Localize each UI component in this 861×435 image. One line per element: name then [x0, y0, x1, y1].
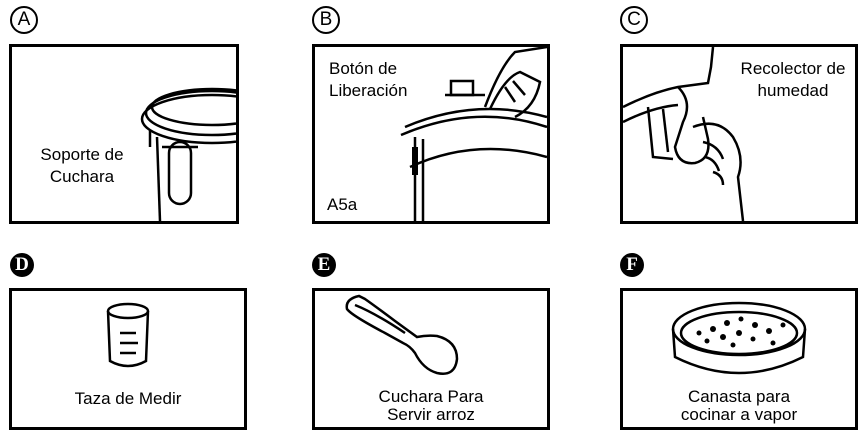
- panel-f: Canasta para cocinar a vapor: [620, 288, 858, 430]
- label-b-line1: Botón de: [329, 59, 398, 78]
- label-a-line2: Cuchara: [49, 167, 115, 186]
- panel-b: Botón de Liberación A5a: [312, 44, 550, 224]
- letter-f: F: [620, 253, 644, 277]
- letter-e: E: [312, 253, 336, 277]
- label-d: Taza de Medir: [74, 389, 182, 408]
- panel-d: Taza de Medir: [9, 288, 247, 430]
- letter-d: D: [10, 253, 34, 277]
- label-b-line2: Liberación: [329, 81, 408, 100]
- panel-c: Recolector de humedad: [620, 44, 858, 224]
- label-c-line1: Recolector de: [740, 59, 846, 78]
- letter-a: A: [10, 6, 38, 34]
- letter-c: C: [620, 6, 648, 34]
- label-f-line1: Canasta para: [687, 387, 791, 406]
- release-button-icon: [400, 47, 547, 221]
- moisture-collector-icon: [623, 47, 745, 221]
- label-c-line2: humedad: [757, 81, 829, 100]
- panel-e: Cuchara Para Servir arroz: [312, 288, 550, 430]
- measuring-cup-icon: [106, 302, 150, 368]
- label-b-code: A5a: [327, 195, 358, 214]
- label-e-line2: Servir arroz: [387, 405, 475, 424]
- letter-b: B: [312, 6, 340, 34]
- label-f-line2: cocinar a vapor: [680, 405, 798, 424]
- rice-spoon-icon: [345, 294, 459, 375]
- panel-a: Soporte de Cuchara: [9, 44, 239, 224]
- label-e-line1: Cuchara Para: [378, 387, 484, 406]
- spoon-holder-icon: [140, 87, 236, 221]
- label-a-line1: Soporte de: [40, 145, 124, 164]
- steamer-basket-icon: [671, 301, 807, 375]
